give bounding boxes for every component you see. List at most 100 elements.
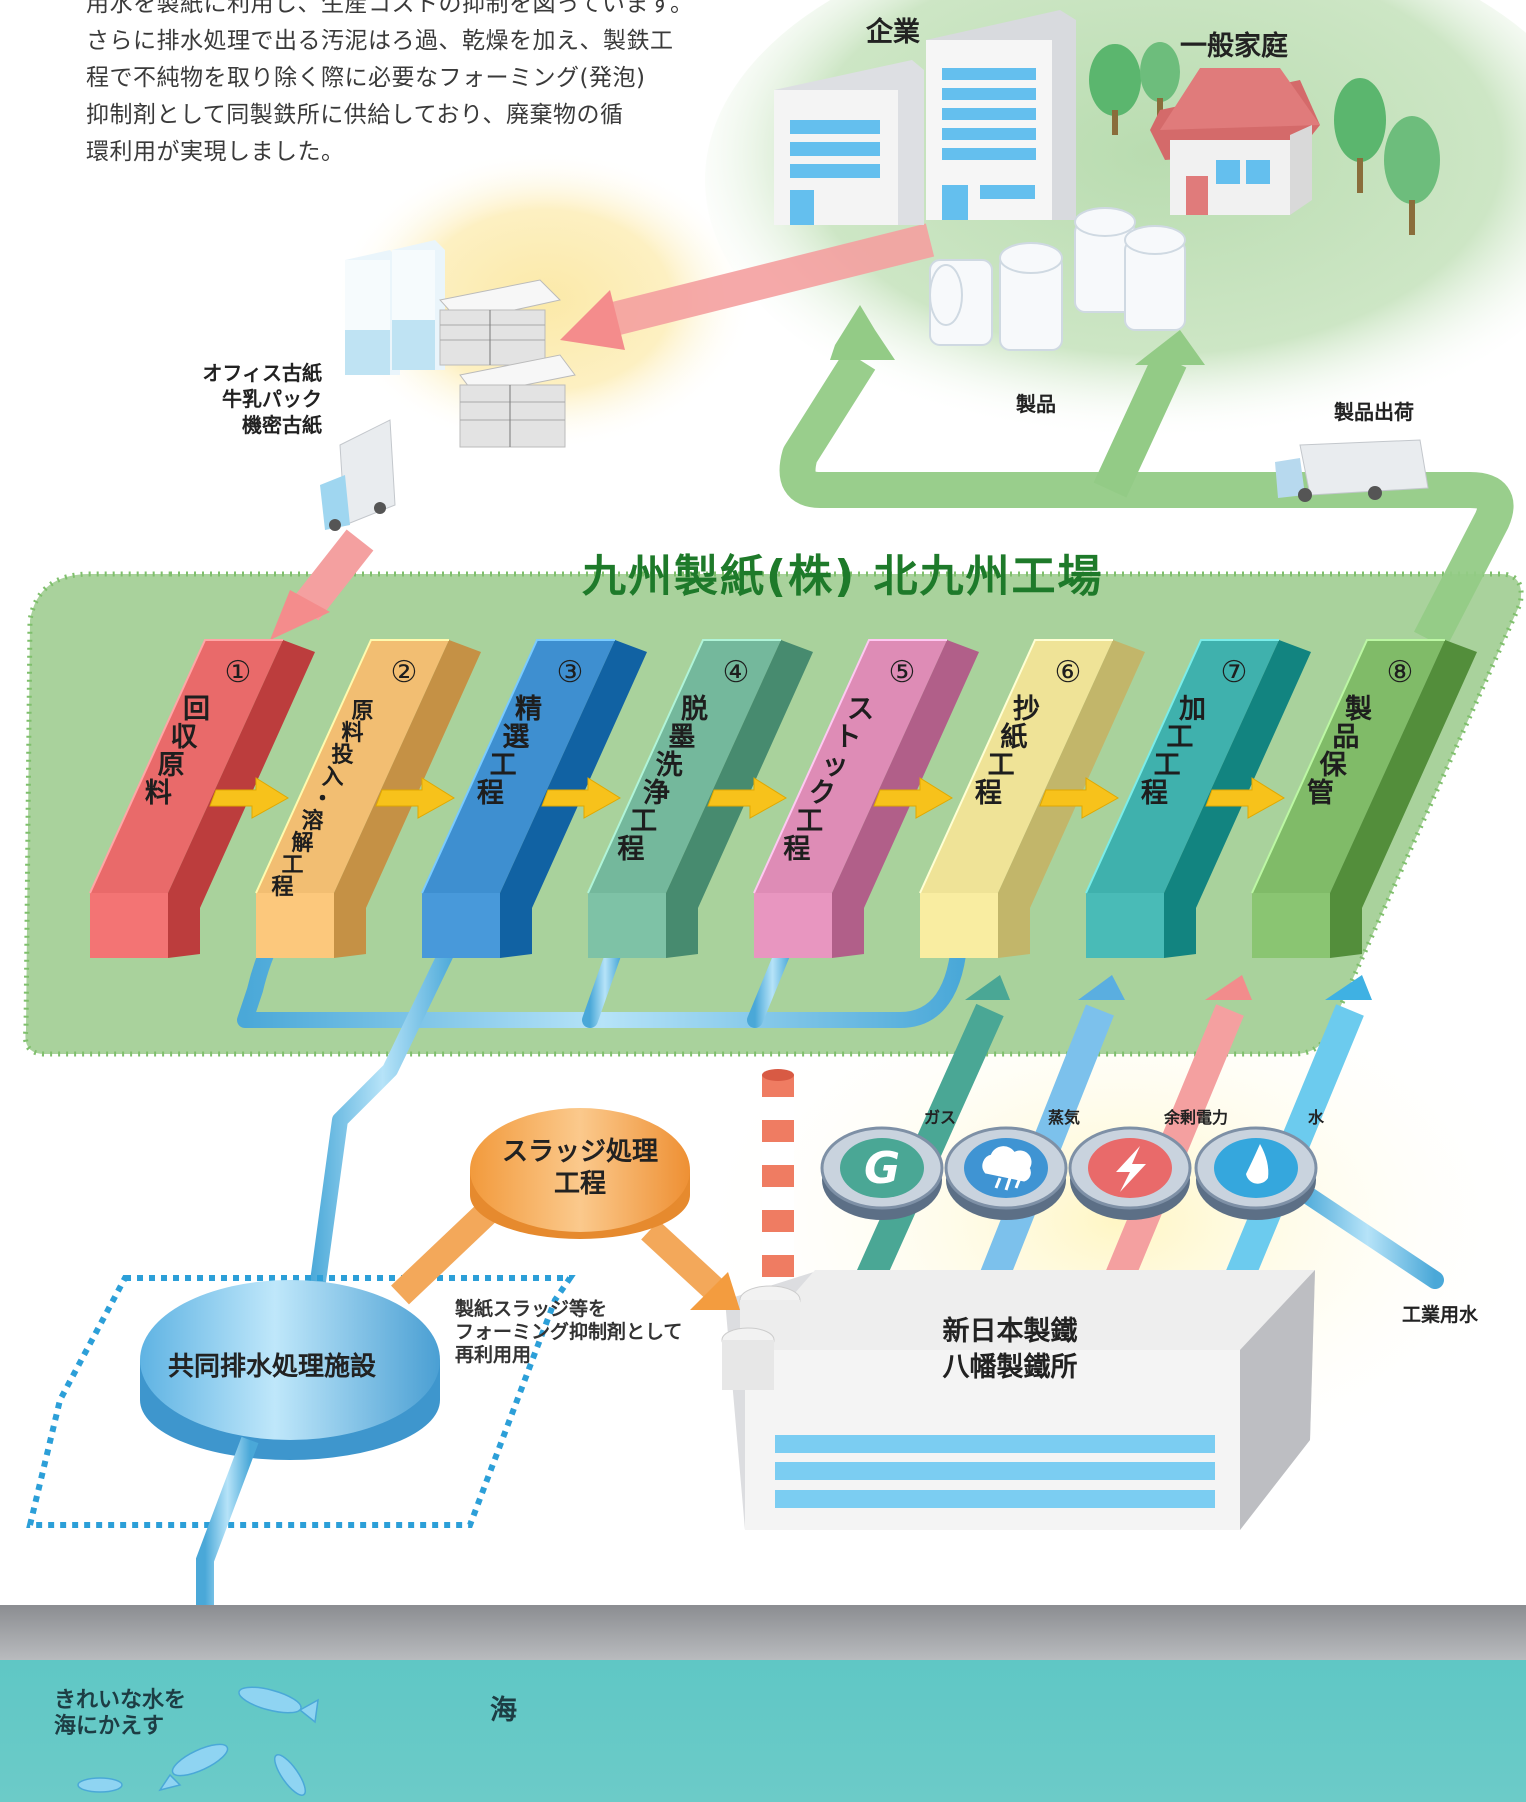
return-arrow — [605, 223, 935, 337]
wastepaper-secret: 機密古紙 — [242, 413, 322, 437]
intro-line-2: さらに排水処理で出る汚泥はろ過、乾燥を加え、製鉄工 — [86, 28, 674, 54]
wastepaper-office: オフィス古紙 — [202, 361, 322, 385]
house — [1150, 68, 1320, 215]
step-number: ⑥ — [1055, 655, 1082, 690]
products-label: 製品 — [1016, 392, 1056, 416]
process-step-5: ⑤ ストック工程 — [753, 639, 979, 958]
sludge-line-1: スラッジ処理 — [501, 1137, 658, 1167]
sea-note: きれいな水を 海にかえす — [54, 1688, 186, 1740]
step-front-face — [1086, 640, 1279, 893]
seawall — [0, 1605, 1526, 1660]
step-base-face — [256, 893, 334, 958]
shipping-arrow — [779, 350, 1514, 649]
step-label: 精選工程 — [477, 694, 542, 809]
step-label: 製品保管 — [1307, 694, 1372, 809]
step-base-face — [422, 893, 500, 958]
water-drop-icon-glyph — [1246, 1144, 1269, 1184]
step-front-face — [1252, 640, 1445, 893]
step-label: 回収原料 — [145, 694, 210, 809]
wastepaper-label: オフィス古紙 牛乳パック 機密古紙 — [150, 360, 322, 438]
shipping-arrowhead-left — [830, 305, 895, 360]
step-front-face — [90, 640, 283, 893]
steel-label: 新日本製鐵 八幡製鐵所 — [880, 1314, 1140, 1386]
shipping-label: 製品出荷 — [1334, 400, 1414, 424]
lightning-icon — [1068, 1126, 1192, 1220]
sludge-note-2: フォーミング抑制剤として — [455, 1321, 683, 1343]
steam-label: 蒸気 — [1048, 1108, 1081, 1127]
flow-arrow-1 — [209, 777, 289, 819]
flow-arrow-5 — [873, 777, 953, 819]
sea-note-1: きれいな水を — [54, 1688, 187, 1713]
household-label: 一般家庭 — [1180, 31, 1288, 62]
shipping-truck — [1275, 439, 1429, 502]
intro-line-5: 環利用が実現しました。 — [86, 139, 345, 165]
waste-paper-items — [345, 240, 576, 448]
paper-rolls — [929, 207, 1186, 351]
step-label: 脱墨洗浄工程 — [617, 694, 708, 865]
step-number: ① — [225, 655, 252, 690]
step-side-face — [1330, 640, 1477, 958]
sea-label: 海 — [490, 1695, 517, 1726]
step-edge-highlight — [1251, 639, 1445, 894]
step-label: 原料投入・溶解工程 — [272, 699, 374, 900]
step-edge-highlight — [89, 639, 283, 894]
return-arrowhead — [560, 290, 625, 350]
steel-line-2: 八幡製鐵所 — [942, 1352, 1078, 1383]
sludge-note-1: 製紙スラッジ等を — [455, 1298, 608, 1320]
flow-arrow-3 — [541, 777, 621, 819]
step-edge-highlight — [1085, 639, 1279, 894]
steam-cloud-icon-glyph — [982, 1146, 1032, 1191]
step-base-face — [1252, 893, 1330, 958]
shipping-branch — [1093, 352, 1187, 498]
collect-arrowhead — [270, 590, 330, 640]
sludge-note-3: 再利用用 — [455, 1344, 532, 1366]
wastewater-tank — [140, 1280, 440, 1460]
wastewater-boundary — [26, 1275, 576, 1528]
sludge-arrowhead — [690, 1272, 740, 1310]
step-number: ⑤ — [889, 655, 916, 690]
step-base-face — [1086, 893, 1164, 958]
step-front-face — [754, 640, 947, 893]
step-label: 抄紙工程 — [975, 694, 1040, 809]
sludge-disc — [470, 1108, 690, 1239]
flow-arrow-6 — [1039, 777, 1119, 819]
sludge-label: スラッジ処理 工程 — [470, 1136, 690, 1200]
water-drop-icon — [1194, 1126, 1318, 1220]
water-label: 水 — [1308, 1108, 1325, 1127]
industrial-water-label: 工業用水 — [1402, 1304, 1479, 1326]
step-base-face — [754, 893, 832, 958]
collect-arrow — [291, 529, 374, 621]
intro-line-3: 程で不純物を取り除く際に必要なフォーミング(発泡) — [86, 65, 646, 91]
office-buildings — [774, 10, 1076, 225]
flow-arrow-7 — [1205, 777, 1285, 819]
step-label: ストック工程 — [783, 694, 874, 865]
sludge-line-2: 工程 — [553, 1169, 606, 1199]
step-number: ④ — [723, 655, 750, 690]
intro-line-4: 抑制剤として同製鉄所に供給しており、廃棄物の循 — [86, 102, 624, 128]
step-number: ③ — [557, 655, 584, 690]
intro-text: 用水を製紙に利用し、生産コストの抑制を図っています。 さらに排水処理で出る汚泥は… — [86, 0, 806, 171]
flow-arrow-2 — [375, 777, 455, 819]
step-number: ② — [391, 655, 418, 690]
step-front-face — [920, 640, 1113, 893]
wastepaper-milk: 牛乳パック — [222, 387, 322, 411]
steel-building — [721, 1270, 1315, 1530]
industrial-water-pipe — [1291, 1181, 1444, 1289]
step-front-face — [422, 640, 615, 893]
shipping-arrowhead-right — [1135, 330, 1205, 365]
step-number: ⑦ — [1221, 655, 1248, 690]
gas-g-icon: G — [820, 1126, 944, 1220]
sea-note-2: 海にかえす — [54, 1714, 165, 1739]
sludge-arrow-out — [641, 1220, 724, 1300]
step-label: 加工工程 — [1141, 694, 1206, 809]
step-edge-highlight — [919, 639, 1113, 894]
steel-line-1: 新日本製鐵 — [942, 1316, 1078, 1347]
collection-truck — [320, 419, 396, 531]
step-base-face — [920, 893, 998, 958]
step-edge-highlight — [421, 639, 615, 894]
steam-cloud-icon — [944, 1126, 1068, 1220]
